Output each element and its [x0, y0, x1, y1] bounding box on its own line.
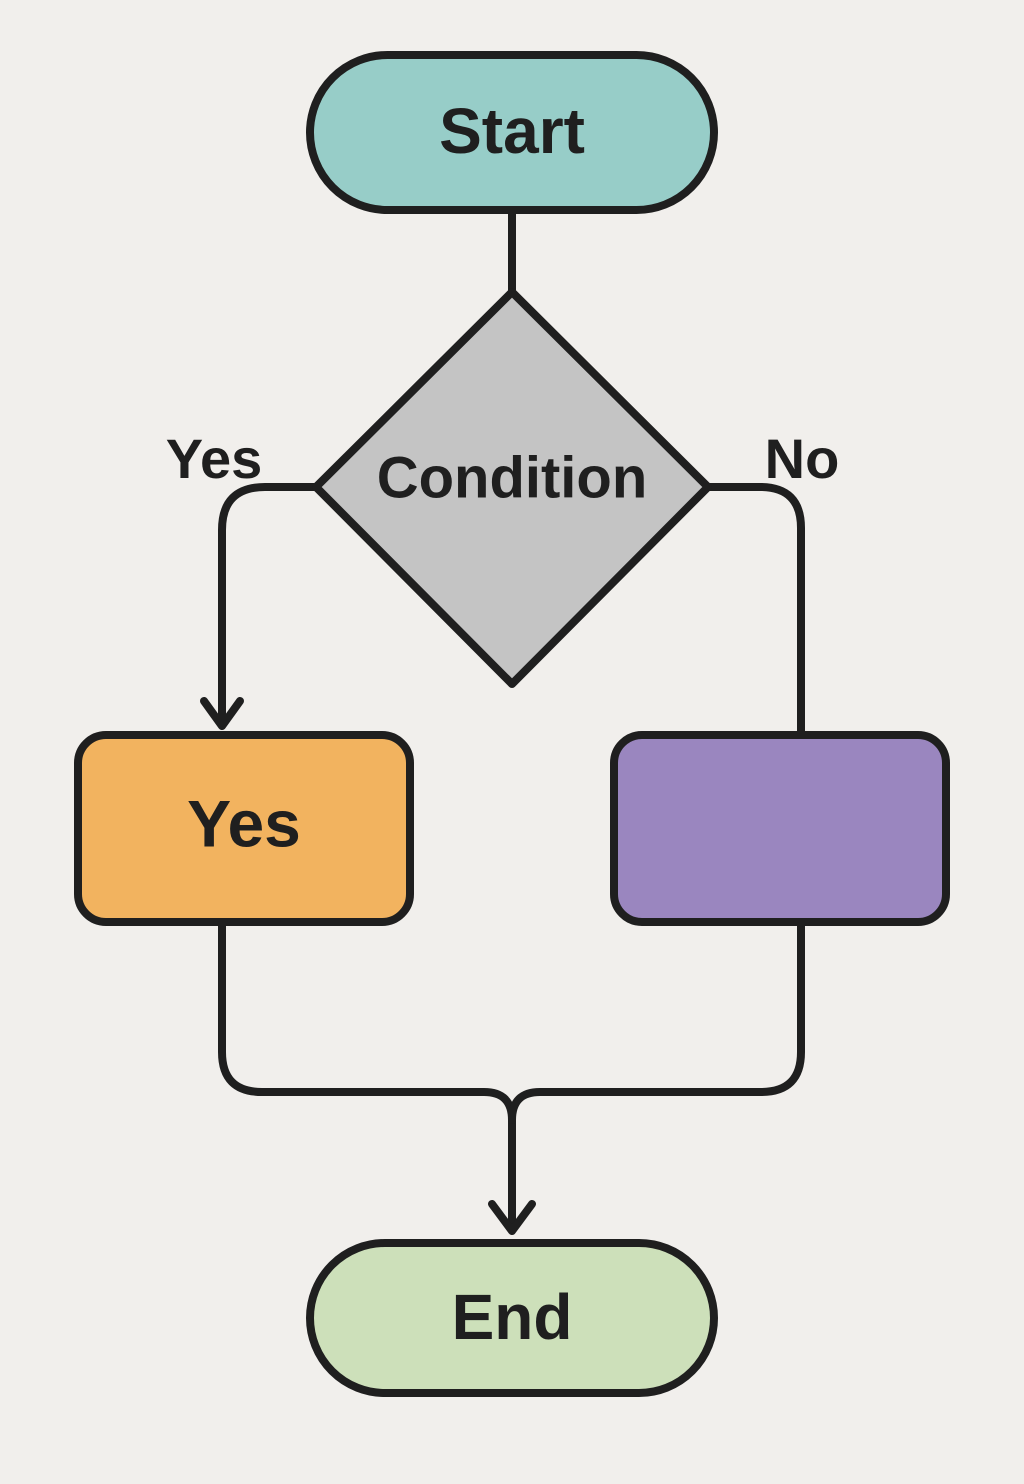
end-node: End: [306, 1239, 718, 1397]
no-box-shape: [610, 731, 950, 926]
no-box: [610, 731, 950, 926]
arrowhead-yes: [200, 697, 244, 730]
start-node: Start: [306, 51, 718, 214]
condition-node: Condition: [312, 288, 712, 688]
arrowhead-end: [488, 1200, 536, 1235]
yes-box: Yes: [74, 731, 414, 926]
connector-yes-to-merge: [218, 918, 516, 1230]
connector-condition-to-no: [704, 483, 805, 739]
yes-box-shape: [74, 731, 414, 926]
branch-label-yes: Yes: [166, 427, 263, 490]
yes-box-label: Yes: [187, 786, 301, 860]
start-node-label: Start: [439, 95, 585, 167]
branch-label-no: No: [765, 427, 840, 490]
condition-node-shape: [312, 288, 712, 688]
end-node-shape: [306, 1239, 718, 1397]
start-node-shape: [306, 51, 718, 214]
connector-condition-to-yes: [218, 483, 320, 722]
end-node-label: End: [452, 1281, 573, 1353]
connector-no-to-merge: [508, 918, 805, 1124]
condition-node-label: Condition: [377, 445, 648, 510]
